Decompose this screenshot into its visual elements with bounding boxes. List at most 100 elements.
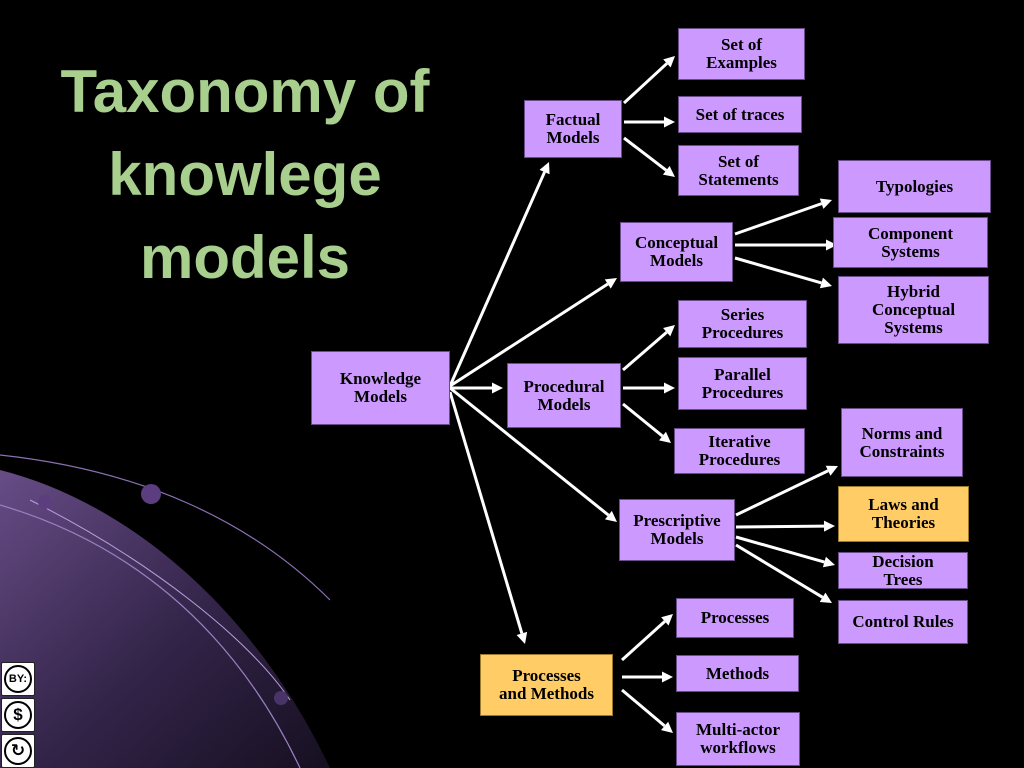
node-label-line: Models [546,128,600,147]
arrowhead [823,520,835,532]
edge-line [735,524,825,529]
arrowhead [664,382,675,394]
slide-title: Taxonomy of knowlege models [20,50,470,299]
node-label-line: Typologies [875,176,954,196]
edge-line [620,620,666,662]
arrowhead [516,631,528,644]
arrowhead [661,614,673,626]
node-label-line: Systems [884,318,943,337]
edge-line [621,688,666,728]
orbit-dot [274,691,288,705]
edge-line [734,202,823,236]
edge-prescriptive-models-to-control-rules [735,543,832,603]
node-label-line: Iterative [708,432,771,451]
cc-sa-icon: ↻ [4,737,32,765]
edge-line [622,402,664,438]
arrowhead [661,721,673,733]
edge-conceptual-models-to-component-systems [735,239,837,251]
cc-sa-badge: ↻ [1,734,35,768]
node-label-line: Statements [698,169,779,189]
cc-by-badge: BY: [1,662,35,696]
arrowhead [492,382,503,394]
edge-knowledge-models-to-conceptual-models [449,278,617,388]
node-label-line: Processes [512,666,581,685]
node-label-line: Norms and [861,423,943,443]
node-label-line: Systems [881,241,940,261]
arrowhead [539,162,550,175]
arrowhead [663,56,675,68]
node-label-line: Constraints [859,441,945,461]
planet-shape [0,470,330,768]
edge-factual-models-to-set-of-traces [624,116,675,128]
edge-knowledge-models-to-procedural-models [450,382,503,394]
edge-procedural-models-to-parallel-procedures [623,382,675,394]
node-label-line: Prescriptive [633,511,721,530]
arrowhead [822,556,835,568]
slide-title-line: models [139,224,351,291]
edge-conceptual-models-to-typologies [734,198,832,236]
node-label-line: Series [720,305,765,324]
node-label-line: workflows [700,738,776,757]
node-control-rules: Control Rules [838,600,968,644]
edge-procedural-models-to-series-procedures [622,325,675,372]
orbit-dot [38,495,52,509]
arrowhead [604,278,617,289]
arrowhead [819,198,832,209]
node-label-line: Models [650,529,704,548]
edge-procedural-models-to-iterative-procedures [622,402,671,443]
edge-processes-and-methods-to-multi-actor-workflows [621,688,673,733]
node-label-line: Methods [705,663,770,683]
node-set-of-traces: Set of traces [678,96,802,133]
edge-factual-models-to-set-of-examples [622,56,675,105]
edge-line [449,282,609,388]
arrowhead [664,116,675,128]
node-label-line: Knowledge [339,369,422,388]
edge-line [448,391,524,634]
edge-knowledge-models-to-prescriptive-models [449,386,617,522]
node-label-line: Trees [883,569,923,589]
edge-processes-and-methods-to-methods [622,671,673,683]
edge-line [623,136,668,172]
arrowhead [662,671,673,683]
node-label-line: Models [650,251,703,270]
cc-by-icon: BY: [4,665,32,693]
edge-line [622,331,668,372]
edge-line [735,469,829,517]
arrowhead [826,239,837,251]
node-label-line: Procedures [701,382,784,402]
arrowhead [604,510,617,522]
node-label-line: Factual [545,110,601,129]
edge-factual-models-to-set-of-statements [623,136,675,177]
node-label-line: Processes [700,608,770,627]
arrowhead [663,325,675,337]
edge-conceptual-models-to-hybrid-conceptual-systems [734,256,832,289]
arrowhead [819,277,832,289]
node-label-line: Parallel [714,364,771,384]
node-typologies: Typologies [838,160,991,213]
node-label-line: Component [867,223,953,243]
node-label-line: Control Rules [852,612,954,631]
arrowhead [825,465,838,476]
arrowhead [658,431,671,443]
orbit-line [29,499,291,701]
orbit-line [0,504,301,768]
edge-line [448,171,546,387]
node-label-line: and Methods [499,684,594,703]
cc-nc-dollar-icon: $ [4,701,32,729]
orbit-dot [141,484,161,504]
arrowhead [819,592,832,603]
node-label-line: Set of [720,35,763,54]
